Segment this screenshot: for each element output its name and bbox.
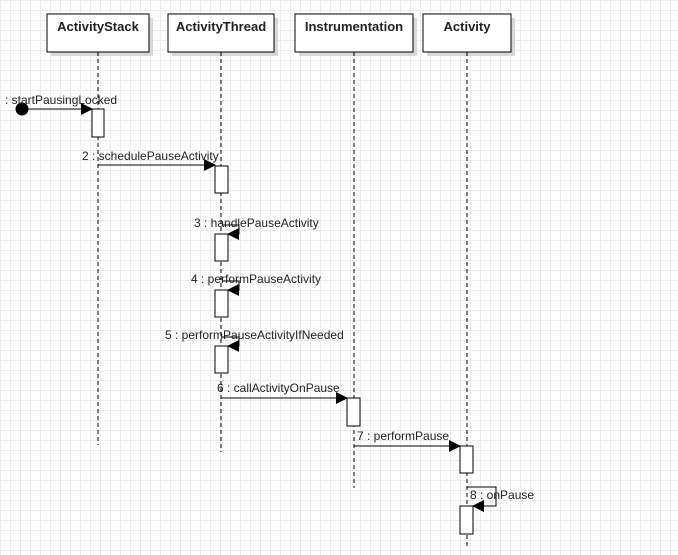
participant-activity[interactable]: Activity (422, 13, 515, 56)
participant-label: ActivityStack (57, 19, 139, 34)
participant-label: ActivityThread (176, 19, 266, 34)
message-4[interactable]: 4 : performPauseActivity (191, 272, 321, 296)
activation-box[interactable] (459, 505, 474, 535)
activation-box[interactable] (214, 289, 229, 318)
activation-box[interactable] (91, 108, 105, 138)
message-3[interactable]: 3 : handlePauseActivity (194, 216, 319, 240)
message-label: 2 : schedulePauseActivity (82, 149, 219, 163)
activation-box[interactable] (459, 445, 474, 474)
message-7[interactable]: 7 : performPause (354, 429, 461, 452)
message-5[interactable]: 5 : performPauseActivityIfNeeded (165, 328, 344, 352)
activation-box[interactable] (214, 233, 229, 262)
message-label: 7 : performPause (357, 429, 449, 443)
participant-label: Instrumentation (305, 19, 403, 34)
participant-activity-stack[interactable]: ActivityStack (46, 13, 153, 56)
message-2[interactable]: 2 : schedulePauseActivity (82, 149, 219, 171)
message-label: 4 : performPauseActivity (191, 272, 321, 286)
message-1[interactable]: : startPausingLocked (5, 93, 117, 116)
message-label: 6 : callActivityOnPause (217, 381, 340, 395)
message-label: : startPausingLocked (5, 93, 117, 107)
participant-instrumentation[interactable]: Instrumentation (294, 13, 417, 56)
message-label: 5 : performPauseActivityIfNeeded (165, 328, 344, 342)
activation-box[interactable] (346, 397, 361, 427)
participant-label: Activity (444, 19, 492, 34)
message-label: 8 : onPause (470, 488, 534, 502)
message-6[interactable]: 6 : callActivityOnPause (217, 381, 348, 404)
activation-box[interactable] (214, 165, 229, 194)
activation-box[interactable] (214, 345, 229, 374)
participant-activity-thread[interactable]: ActivityThread (167, 13, 278, 56)
message-8[interactable]: 8 : onPause (467, 486, 534, 512)
message-label: 3 : handlePauseActivity (194, 216, 319, 230)
